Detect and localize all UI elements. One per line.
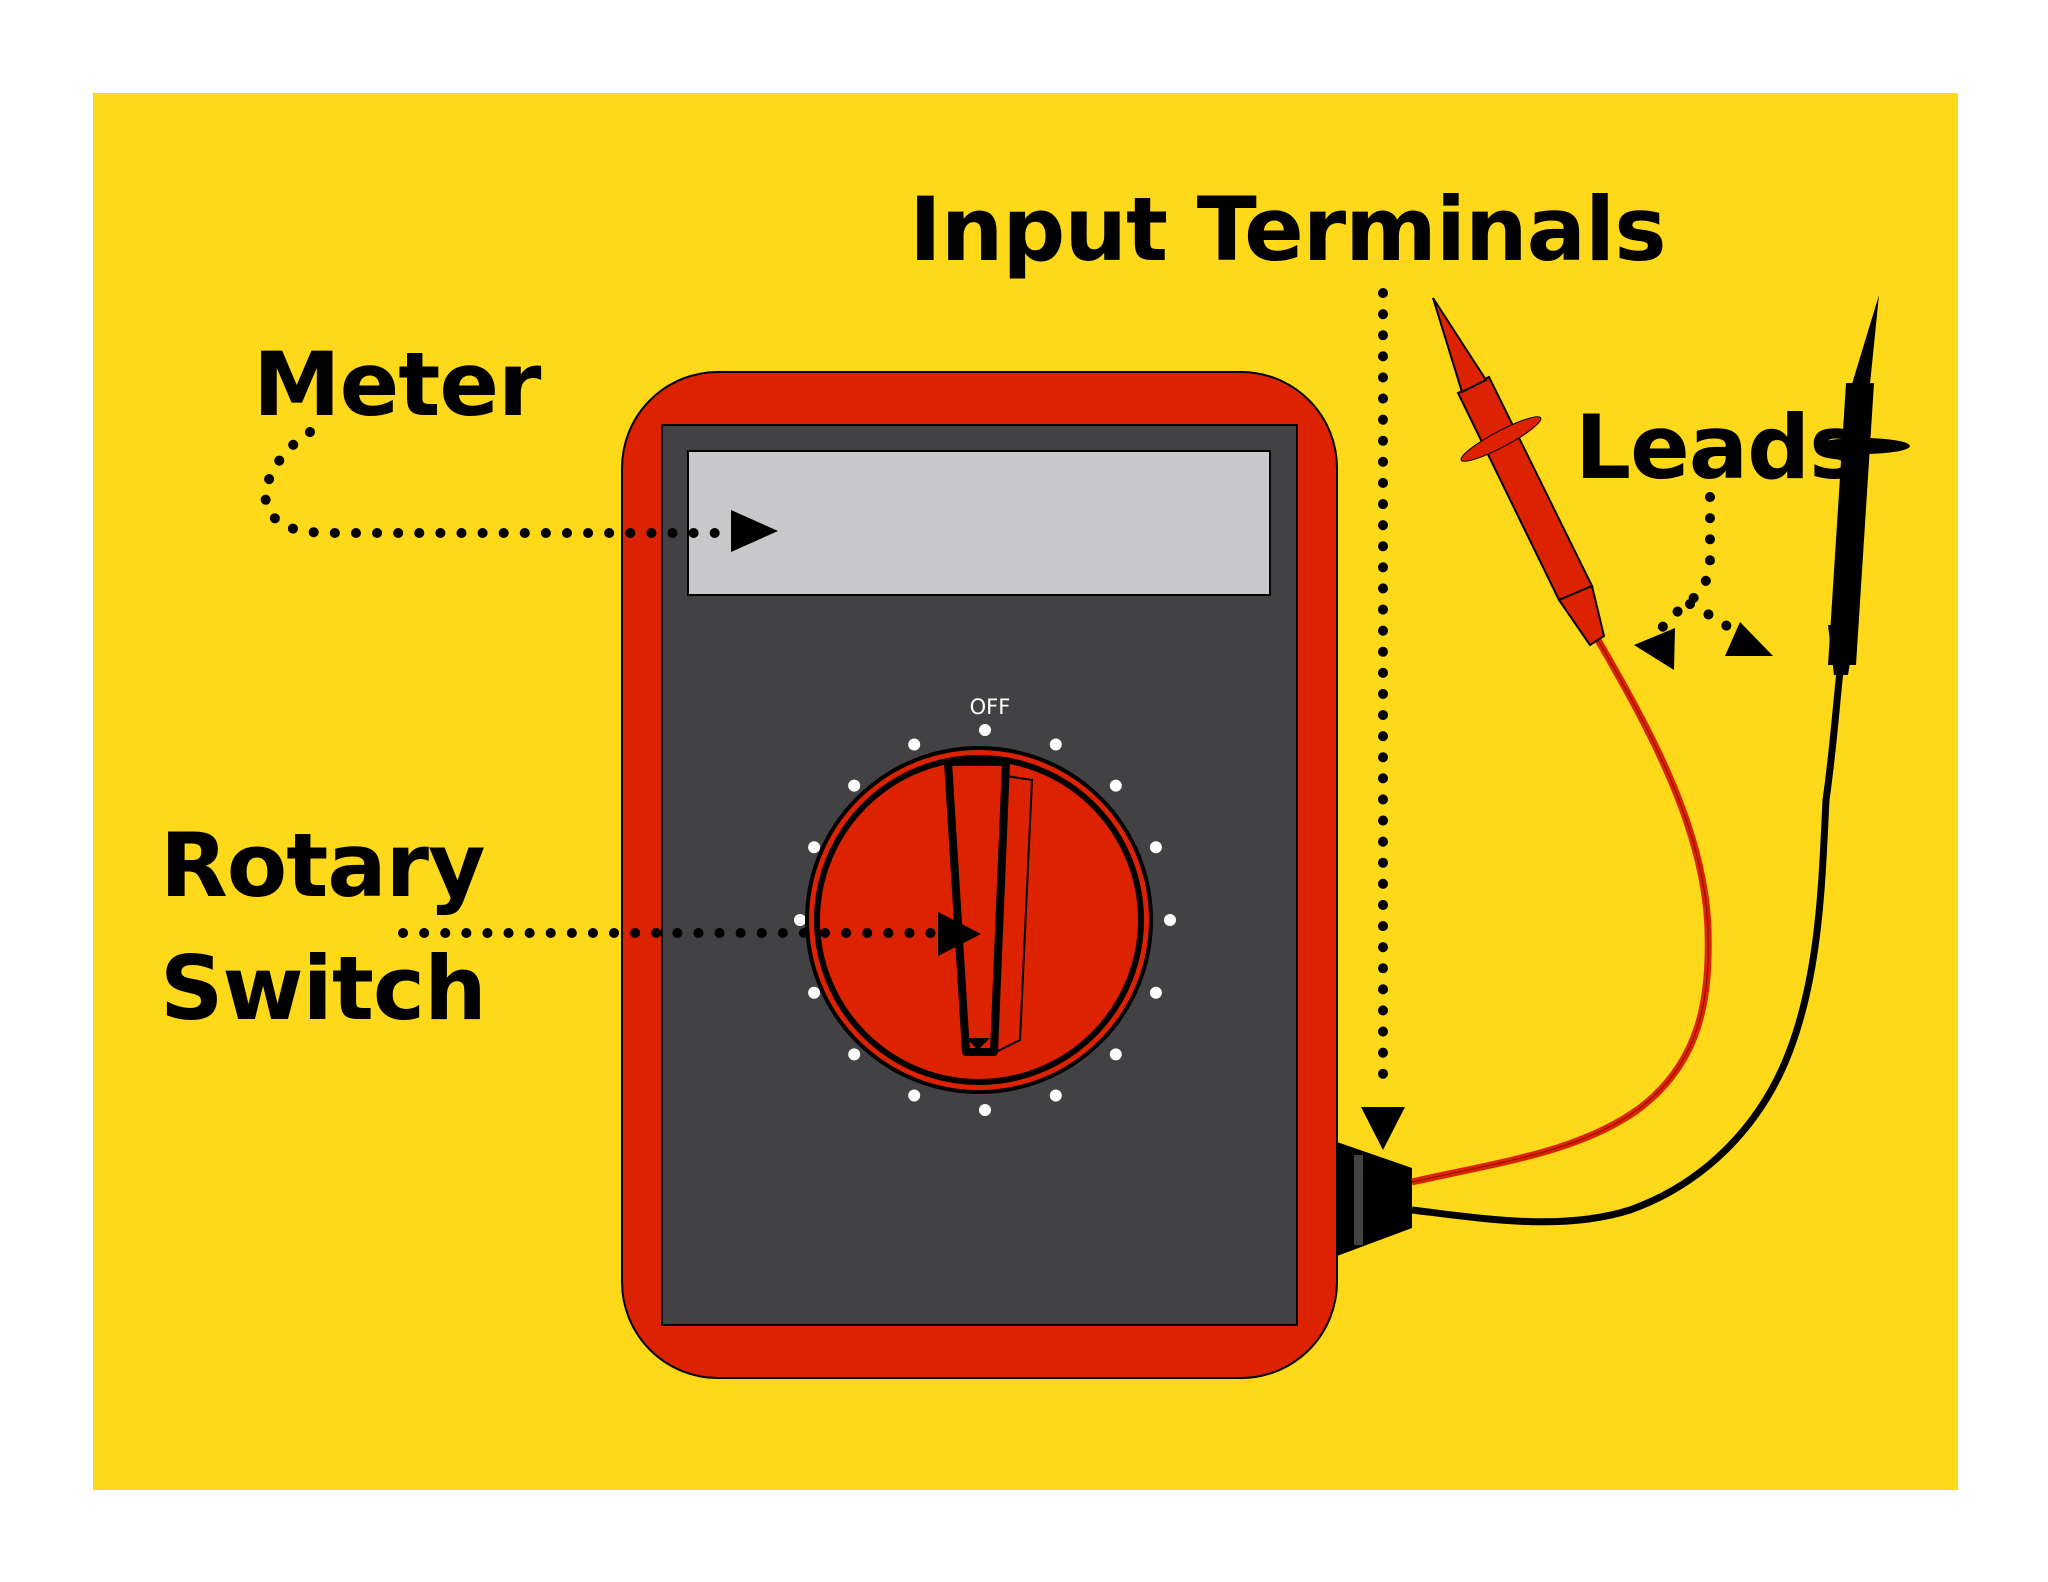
rotary-knob-pointer — [944, 758, 1010, 1056]
red-test-lead — [1411, 297, 1712, 1186]
rotary-switch-arrowhead — [938, 912, 981, 956]
rotary-switch-label-line1: Rotary — [160, 814, 484, 917]
black-lead-wire — [1411, 662, 1846, 1226]
black-probe-tip — [1852, 295, 1879, 384]
black-test-lead — [1411, 295, 1910, 1226]
leads-arrowhead-left — [1634, 628, 1675, 670]
dial-position-dot — [1109, 1048, 1122, 1061]
jack-socket — [1354, 1155, 1363, 1245]
dial-position-dot — [1049, 738, 1062, 751]
rotary-switch-label-line2: Switch — [160, 937, 486, 1040]
dial-position-dot — [979, 1104, 991, 1116]
dial-position-dot — [1149, 986, 1162, 999]
black-probe-boot — [1828, 625, 1856, 675]
dial-position-dot — [848, 779, 861, 792]
callout-leaders — [260, 288, 1773, 1150]
red-probe-guard — [1460, 416, 1542, 462]
red-lead-wire-outline — [1411, 639, 1709, 1183]
dial-position-dot — [794, 914, 806, 926]
meter-display — [687, 450, 1271, 596]
meter-label: Meter — [253, 333, 542, 436]
dial-position-dot — [979, 724, 991, 736]
dial-position-markers — [794, 724, 1176, 1116]
dial-position-dot — [1049, 1089, 1062, 1102]
input-terminals-arrowhead — [1361, 1107, 1405, 1150]
rotary-knob-pointer-shadow — [995, 775, 1034, 1053]
dial-position-dot — [908, 1089, 921, 1102]
dial-position-dot — [808, 986, 821, 999]
dial-position-dot — [908, 738, 921, 751]
dial-position-dot — [1164, 914, 1176, 926]
leads-leader — [1645, 492, 1715, 645]
input-terminals-label: Input Terminals — [909, 178, 1666, 281]
meter-arrowhead — [731, 510, 778, 552]
rotary-knob-indicator — [966, 1038, 990, 1050]
dial-position-dot — [808, 841, 821, 854]
red-lead-wire — [1411, 638, 1712, 1186]
black-probe-guard — [1814, 438, 1910, 454]
rotary-switch: OFF — [794, 695, 1176, 1116]
dial-off-label: OFF — [970, 695, 1011, 719]
red-probe-boot — [1557, 584, 1606, 647]
dial-position-dot — [848, 1048, 861, 1061]
dial-position-dot — [1109, 779, 1122, 792]
leads-arrowhead-right — [1725, 622, 1773, 656]
red-probe-tip — [1432, 297, 1488, 394]
leads-leader-branch — [1685, 599, 1735, 633]
dial-position-dot — [1149, 841, 1162, 854]
input-terminals-jack — [1337, 1142, 1412, 1256]
leads-label: Leads — [1575, 396, 1861, 499]
